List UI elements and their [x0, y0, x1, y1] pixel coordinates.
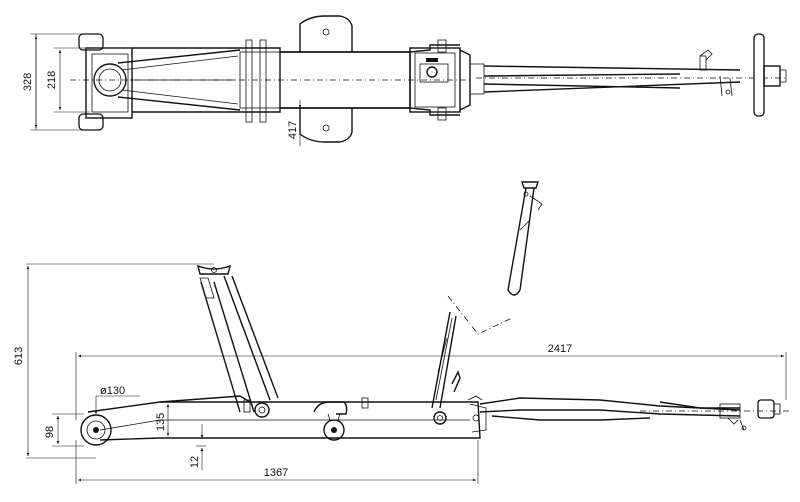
dim-top-width-outer: 328	[22, 33, 84, 131]
top-saddle-ear-lower	[299, 108, 353, 143]
dim-top-width-outer-label: 328	[22, 73, 34, 91]
dim-side-max-height: 613	[13, 263, 214, 459]
dim-side-frame-height-label: 135	[155, 413, 167, 431]
dim-top-width-inner: 218	[46, 47, 90, 113]
dim-side-max-height-label: 613	[13, 347, 25, 365]
side-raised-arm	[196, 264, 279, 413]
dim-frame-length-label: 1367	[264, 467, 288, 479]
dim-top-width-inner-label: 218	[46, 71, 58, 89]
top-t-handle	[753, 33, 765, 117]
dim-side-min-height: 98	[44, 413, 84, 447]
dim-side-frame-height: 135	[155, 401, 172, 439]
top-view: 328 218 417	[22, 15, 788, 146]
dim-top-saddle-offset: 417	[287, 100, 302, 146]
top-front-housing	[85, 47, 133, 119]
top-front-wheel-upper	[78, 33, 104, 51]
top-handle	[483, 65, 741, 93]
side-lowered-handle	[479, 397, 790, 431]
dim-ground-clearance-label: 12	[189, 456, 201, 468]
side-front-wheel	[80, 414, 112, 446]
top-lift-arm	[117, 49, 241, 111]
dim-side-total-length-label: 2417	[548, 343, 572, 355]
dim-ground-clearance: 12	[189, 424, 206, 470]
side-rear-caster	[313, 401, 348, 441]
top-saddle-ear-upper	[299, 15, 353, 52]
side-view: 613 2417 ø130 135 98 12	[13, 181, 790, 484]
top-front-wheel-lower	[78, 113, 104, 131]
side-frame	[87, 395, 487, 441]
dim-side-min-height-label: 98	[44, 426, 56, 438]
dim-top-saddle-offset-label: 417	[287, 121, 299, 139]
side-raised-handle	[431, 181, 543, 409]
dim-wheel-diameter: ø130	[94, 385, 140, 414]
dim-wheel-diameter-label: ø130	[100, 385, 125, 397]
dim-frame-length: 1367	[75, 440, 479, 484]
dim-side-total-length: 2417	[75, 343, 787, 420]
